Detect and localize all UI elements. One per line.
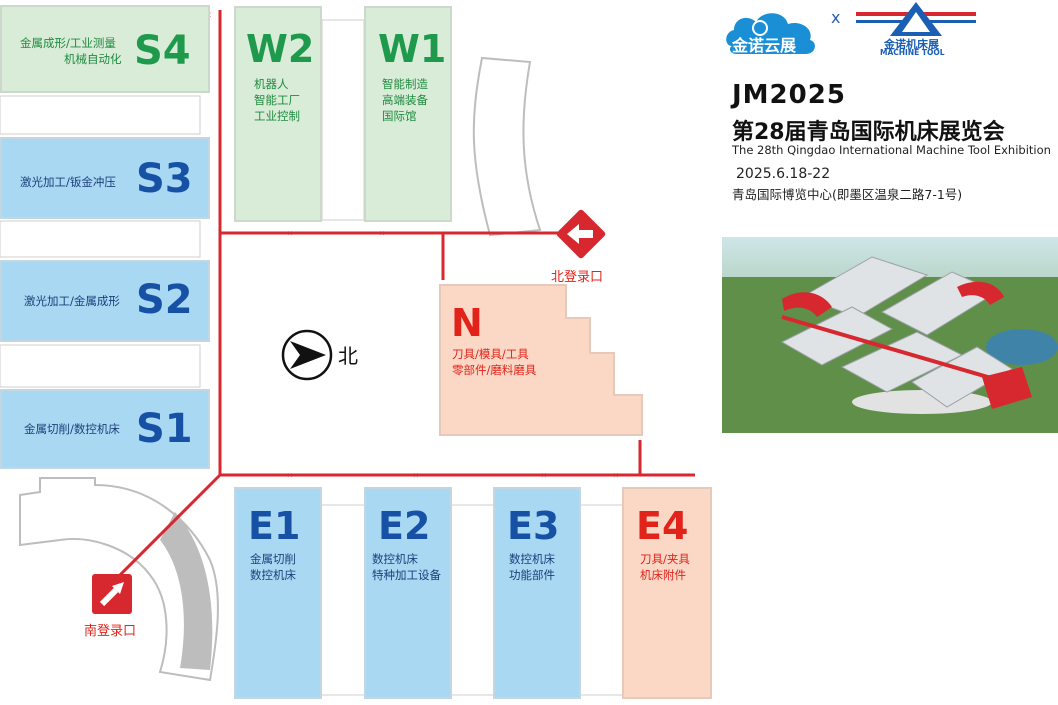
hall-n-shape[interactable]	[438, 283, 648, 438]
hall-s4-line2: 机械自动化	[64, 52, 122, 66]
hall-w1-line3: 国际馆	[382, 109, 417, 123]
compass-label: 北	[338, 344, 358, 368]
south-entrance-label: 南登录口	[84, 624, 137, 639]
hall-w2-line2: 智能工厂	[254, 93, 300, 107]
south-curved-building-shade	[160, 512, 213, 670]
hall-e1-line1: 金属切削	[250, 552, 296, 566]
svg-text:⇔: ⇔	[540, 471, 548, 481]
hall-e4-code: E4	[636, 504, 689, 548]
hall-e1-code: E1	[248, 504, 301, 548]
hall-s1[interactable]: 金属切削/数控机床 S1	[0, 389, 210, 469]
logo-right-text-en: MACHINE TOOL	[880, 48, 945, 57]
hall-e2[interactable]: E2 数控机床 特种加工设备	[364, 487, 452, 699]
aerial-venue-photo	[722, 237, 1058, 433]
svg-text:⇔: ⇔	[378, 229, 386, 239]
hall-s2-line1: 激光加工/金属成形	[24, 294, 120, 308]
hall-s2-code: S2	[136, 277, 193, 323]
hall-s3-line1: 激光加工/钣金冲压	[20, 175, 116, 189]
hall-e3[interactable]: E3 数控机床 功能部件	[493, 487, 581, 699]
svg-text:⇔: ⇔	[612, 471, 620, 481]
hall-w1-line1: 智能制造	[382, 77, 428, 91]
hall-w2-line1: 机器人	[254, 77, 289, 91]
event-title-en: The 28th Qingdao International Machine T…	[732, 143, 1051, 157]
hall-n-line2: 零部件/磨料磨具	[452, 363, 537, 377]
hall-s4-line1: 金属成形/工业测量	[20, 36, 116, 50]
hall-s3-code: S3	[136, 156, 193, 202]
hall-e1[interactable]: E1 金属切削 数控机床	[234, 487, 322, 699]
event-title-cn: 第28届青岛国际机床展览会	[732, 120, 1005, 145]
hall-e1-line2: 数控机床	[250, 568, 296, 582]
hall-s3[interactable]: 激光加工/钣金冲压 S3	[0, 137, 210, 219]
compass-icon	[281, 329, 333, 381]
logo-times: x	[831, 8, 841, 27]
hall-e2-line1: 数控机床	[372, 552, 418, 566]
hall-w2-code: W2	[246, 27, 315, 71]
svg-text:⇔: ⇔	[286, 229, 294, 239]
north-entrance-icon[interactable]	[551, 204, 611, 264]
hall-w1-code: W1	[378, 27, 447, 71]
hall-s4-code: S4	[134, 28, 191, 74]
hall-e2-code: E2	[378, 504, 431, 548]
hall-s4[interactable]: 金属成形/工业测量 机械自动化 S4	[0, 5, 210, 93]
hall-e3-code: E3	[507, 504, 560, 548]
north-curved-building	[472, 56, 542, 237]
hall-e4[interactable]: E4 刀具/夹具 机床附件	[622, 487, 712, 699]
north-entrance-label: 北登录口	[551, 270, 604, 285]
hall-n-code: N	[451, 301, 483, 345]
svg-text:⇔: ⇔	[412, 471, 420, 481]
hall-e2-line2: 特种加工设备	[372, 568, 441, 582]
event-date: 2025.6.18-22	[736, 166, 831, 182]
hall-w2[interactable]: W2 机器人 智能工厂 工业控制	[234, 6, 322, 222]
logo-left-text: 金诺云展	[732, 36, 797, 55]
hall-e3-line2: 功能部件	[509, 568, 555, 582]
machine-tool-logo-icon	[856, 2, 976, 36]
hall-n-line1: 刀具/模具/工具	[452, 347, 529, 361]
svg-text:⇔: ⇔	[286, 471, 294, 481]
logo-jinnuo-cloud: 金诺云展	[722, 6, 822, 56]
hall-e4-line1: 刀具/夹具	[640, 552, 690, 566]
hall-w1-line2: 高端装备	[382, 93, 428, 107]
hall-s2[interactable]: 激光加工/金属成形 S2	[0, 260, 210, 342]
hall-w1[interactable]: W1 智能制造 高端装备 国际馆	[364, 6, 452, 222]
hall-e3-line1: 数控机床	[509, 552, 555, 566]
event-title-short: JM2025	[732, 80, 846, 110]
hall-w2-line3: 工业控制	[254, 109, 300, 123]
logo-right-text-cn: 金诺机床展	[884, 38, 939, 51]
cloud-logo-icon	[726, 13, 815, 55]
hall-s1-line1: 金属切削/数控机床	[24, 422, 120, 436]
hall-e4-line2: 机床附件	[640, 568, 686, 582]
event-venue: 青岛国际博览中心(即墨区温泉二路7-1号)	[732, 187, 963, 202]
hall-s1-code: S1	[136, 406, 193, 452]
logo-jinnuo-machine: 金诺机床展 MACHINE TOOL	[856, 0, 976, 58]
south-entrance-icon[interactable]	[90, 572, 134, 616]
